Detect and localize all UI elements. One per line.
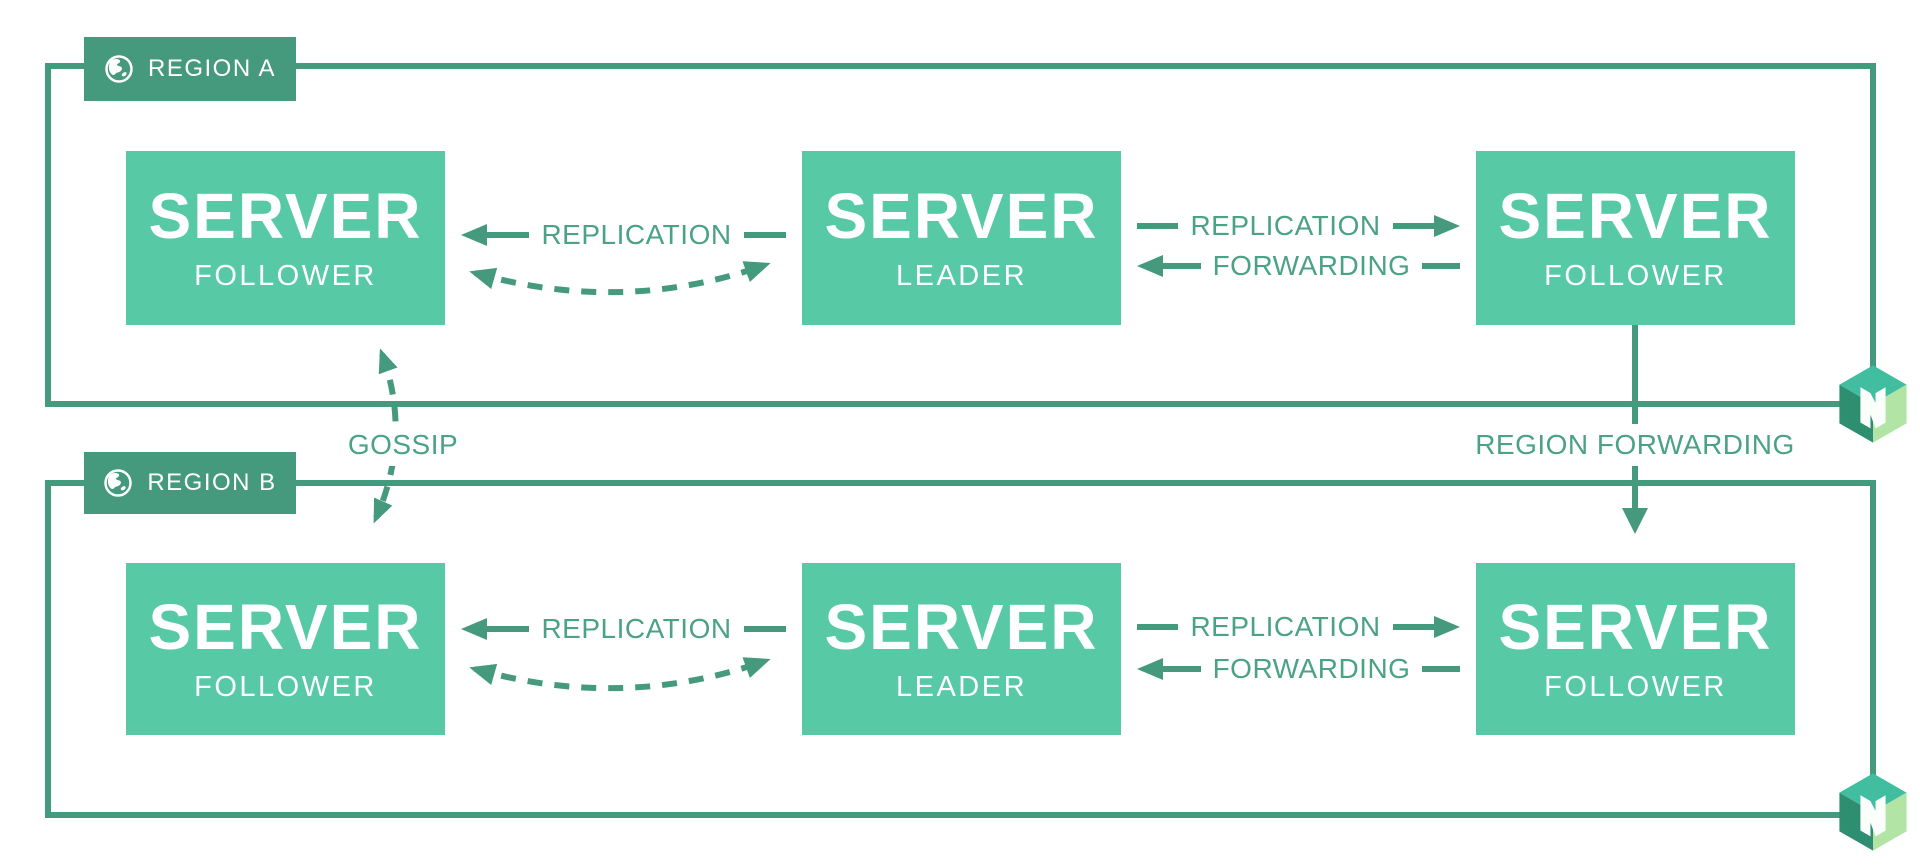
arrowhead-left-icon bbox=[1137, 255, 1163, 277]
arrow-line bbox=[1163, 263, 1201, 269]
arrowhead-left-icon bbox=[1137, 658, 1163, 680]
server-box-a-follower-left: SERVER FOLLOWER bbox=[126, 151, 445, 325]
region-b-label: REGION B bbox=[84, 452, 296, 514]
server-title: SERVER bbox=[824, 179, 1099, 252]
forwarding-arrow-left: FORWARDING bbox=[1137, 248, 1461, 284]
server-title: SERVER bbox=[1498, 179, 1773, 252]
gossip-label: GOSSIP bbox=[336, 424, 470, 466]
forwarding-label: FORWARDING bbox=[1212, 250, 1411, 281]
forwarding-label: FORWARDING bbox=[1212, 653, 1411, 684]
server-role: FOLLOWER bbox=[194, 259, 377, 292]
server-title: SERVER bbox=[824, 590, 1099, 663]
server-title: SERVER bbox=[1498, 590, 1773, 663]
arrowhead-down-icon bbox=[1622, 508, 1648, 534]
forwarding-arrow-left: FORWARDING bbox=[1137, 651, 1461, 687]
server-title: SERVER bbox=[148, 179, 423, 252]
server-role: LEADER bbox=[895, 259, 1028, 292]
server-box-a-follower-right: SERVER FOLLOWER bbox=[1476, 151, 1795, 325]
arrowhead-right-icon bbox=[1434, 215, 1460, 237]
dashed-sync-arrow bbox=[469, 261, 771, 296]
region-forwarding-arrow bbox=[1632, 325, 1638, 511]
server-box-b-follower-left: SERVER FOLLOWER bbox=[126, 563, 445, 735]
region-b-title: REGION B bbox=[147, 469, 277, 496]
arrow-line bbox=[487, 232, 530, 238]
arrow-line bbox=[1137, 223, 1179, 229]
link-a-leader-to-left-follower: REPLICATION bbox=[445, 151, 802, 325]
replication-label: REPLICATION bbox=[1190, 611, 1381, 642]
link-b-leader-to-right-follower: REPLICATION FORWARDING bbox=[1121, 563, 1476, 735]
arrowhead-left-icon bbox=[461, 224, 487, 246]
arrow-line bbox=[1422, 666, 1461, 672]
arrow-line bbox=[1137, 624, 1179, 630]
link-a-leader-to-right-follower: REPLICATION FORWARDING bbox=[1121, 151, 1476, 325]
arrowhead-left-icon bbox=[461, 618, 487, 640]
arrowhead-right-icon bbox=[1434, 616, 1460, 638]
link-b-leader-to-left-follower: REPLICATION bbox=[445, 563, 802, 735]
nomad-logo-icon bbox=[1839, 365, 1907, 443]
server-box-a-leader: SERVER LEADER bbox=[802, 151, 1121, 325]
dashed-sync-arrow bbox=[469, 657, 771, 692]
replication-label: REPLICATION bbox=[1190, 210, 1381, 241]
replication-arrow-left: REPLICATION bbox=[461, 611, 786, 647]
arrow-line bbox=[743, 626, 786, 632]
region-a-frame bbox=[45, 63, 1876, 407]
server-box-b-leader: SERVER LEADER bbox=[802, 563, 1121, 735]
replication-label: REPLICATION bbox=[541, 613, 732, 644]
replication-label: REPLICATION bbox=[541, 219, 732, 250]
server-role: FOLLOWER bbox=[194, 670, 377, 703]
replication-arrow-right: REPLICATION bbox=[1137, 208, 1460, 244]
server-title: SERVER bbox=[148, 590, 423, 663]
server-box-b-follower-right: SERVER FOLLOWER bbox=[1476, 563, 1795, 735]
region-a-label: REGION A bbox=[84, 37, 296, 101]
server-role: LEADER bbox=[895, 670, 1028, 703]
arrow-line bbox=[1392, 624, 1434, 630]
arrow-line bbox=[1392, 223, 1434, 229]
region-b-frame bbox=[45, 480, 1876, 818]
region-a-title: REGION A bbox=[147, 55, 277, 82]
arrow-line bbox=[743, 232, 786, 238]
arrow-line bbox=[1163, 666, 1201, 672]
region-forwarding-label: REGION FORWARDING bbox=[1455, 424, 1815, 466]
replication-arrow-left: REPLICATION bbox=[461, 217, 786, 253]
server-role: FOLLOWER bbox=[1544, 259, 1727, 292]
arrow-line bbox=[1422, 263, 1461, 269]
nomad-logo-icon bbox=[1839, 773, 1907, 851]
globe-icon bbox=[105, 55, 133, 83]
server-role: FOLLOWER bbox=[1544, 670, 1727, 703]
arrow-line bbox=[487, 626, 530, 632]
replication-arrow-right: REPLICATION bbox=[1137, 609, 1460, 645]
globe-icon bbox=[104, 469, 133, 497]
